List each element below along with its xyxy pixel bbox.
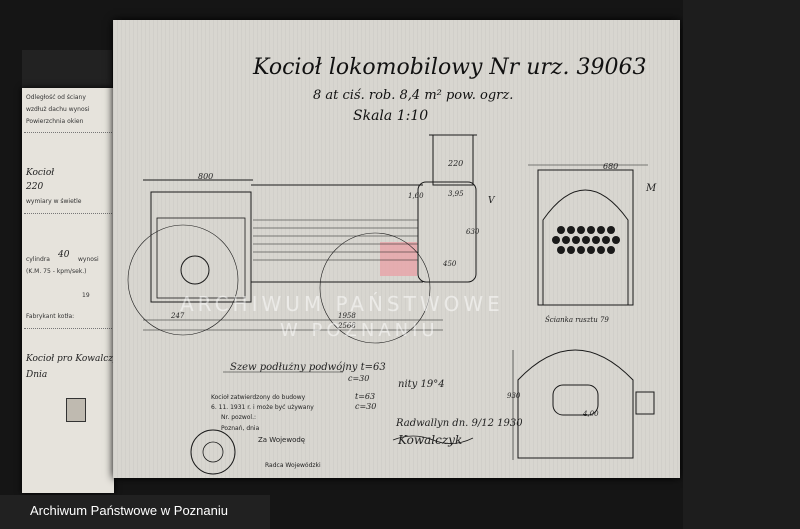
revenue-stamp xyxy=(66,398,86,422)
smokebox-outline xyxy=(417,181,477,283)
right-background-strip xyxy=(683,0,800,529)
form-line: Fabrykant kotła: xyxy=(26,313,75,320)
drawing-title: Kocioł lokomobilowy Nr urz. 39063 xyxy=(253,55,647,80)
handwritten-entry: Kocioł pro Kowalczyk xyxy=(26,354,114,364)
section-label: V xyxy=(488,196,495,206)
wheel-right xyxy=(319,232,431,344)
dimension-label: 800 xyxy=(198,172,214,181)
handwritten-entry: 40 xyxy=(58,250,70,260)
tube-plate-holes xyxy=(552,226,620,254)
approval-stamp-line: Radca Wojewódzki xyxy=(265,462,321,469)
drawing-subtitle: 8 at ciś. rob. 8,4 m² pow. ogrz. xyxy=(313,88,514,103)
dimension-label: 4,00 xyxy=(583,410,599,418)
rear-view-outline xyxy=(517,349,634,459)
approval-stamp-line: Nr. pozwol.: xyxy=(221,414,257,421)
rivet-note: c=30 xyxy=(355,402,377,411)
form-line: wymiary w świetle xyxy=(26,198,82,205)
place-date-note: Radwallyn dn. 9/12 1930 xyxy=(396,418,523,429)
approval-stamp-line: Poznań, dnia xyxy=(221,425,260,432)
end-view-shell xyxy=(542,189,629,305)
archive-watermark: W POZNANIU xyxy=(280,320,439,341)
rivet-note: c=30 xyxy=(348,374,370,383)
dimension-label: 630 xyxy=(466,228,480,236)
dimension-label: 450 xyxy=(443,260,457,268)
archive-caption-bar: Archiwum Państwowe w Poznaniu xyxy=(0,495,270,529)
approval-stamp-line: Za Wojewodę xyxy=(258,436,306,444)
dimension-label: 2568 xyxy=(338,322,356,330)
approval-stamp-line: Kocioł zatwierdzony do budowy xyxy=(211,394,306,401)
archive-caption: Archiwum Państwowe w Poznaniu xyxy=(30,503,228,518)
firebox-door xyxy=(180,255,210,285)
boiler-technical-drawing xyxy=(127,134,655,475)
firebox-outline xyxy=(150,191,252,303)
drawing-scale: Skala 1:10 xyxy=(353,108,429,124)
drawing-note: Ścianka rusztu 79 xyxy=(545,316,609,324)
dimension-label: 220 xyxy=(448,159,464,168)
archive-watermark: ARCHIWUM PAŃSTWOWE xyxy=(180,292,504,316)
chimney-stack xyxy=(432,134,474,186)
dimension-label: 930 xyxy=(507,392,521,400)
handwritten-entry: Dnia xyxy=(26,370,48,380)
wheel-left xyxy=(127,224,239,336)
form-line: (K.M. 75 - kpm/sek.) xyxy=(26,268,87,275)
dimension-label: 247 xyxy=(171,312,185,320)
handwritten-entry: Kocioł xyxy=(26,168,55,178)
signature-stroke xyxy=(392,435,474,444)
rivet-note: t=63 xyxy=(355,392,376,401)
form-line: Odległość od ściany xyxy=(26,94,86,101)
dimension-label: 680 xyxy=(603,162,619,171)
form-line: 19 xyxy=(82,292,90,299)
section-label: M xyxy=(646,183,657,194)
handwritten-entry: 220 xyxy=(26,182,44,192)
form-line: Powierzchnia okien xyxy=(26,118,84,125)
official-seal xyxy=(190,429,236,475)
dimension-label: 1,60 xyxy=(408,192,424,200)
boiler-drawing-sheet: Kocioł lokomobilowy Nr urz. 39063 8 at c… xyxy=(113,20,680,478)
approval-stamp-line: 6. 11. 1931 r. i może być używany xyxy=(211,404,314,411)
rear-view-door xyxy=(552,384,599,416)
revenue-stamp xyxy=(635,391,655,415)
end-view-outline xyxy=(537,169,634,306)
boiler-tubes xyxy=(253,219,418,261)
firebox-inner xyxy=(156,217,246,299)
side-form-document: Odległość od ściany wzdłuż dachu wynosi … xyxy=(22,88,114,493)
form-line: wzdłuż dachu wynosi xyxy=(26,106,90,113)
dimension-label: 3,95 xyxy=(448,190,464,198)
dimension-label: 1958 xyxy=(338,312,356,320)
form-line: wynosi xyxy=(78,256,99,263)
background-folder-tab xyxy=(22,50,112,90)
rivet-note: Szew podłużny podwójny t=63 xyxy=(230,362,386,373)
form-line: cylindra xyxy=(26,256,50,263)
red-marker xyxy=(380,242,417,276)
rivet-note: nity 19°4 xyxy=(398,379,445,390)
